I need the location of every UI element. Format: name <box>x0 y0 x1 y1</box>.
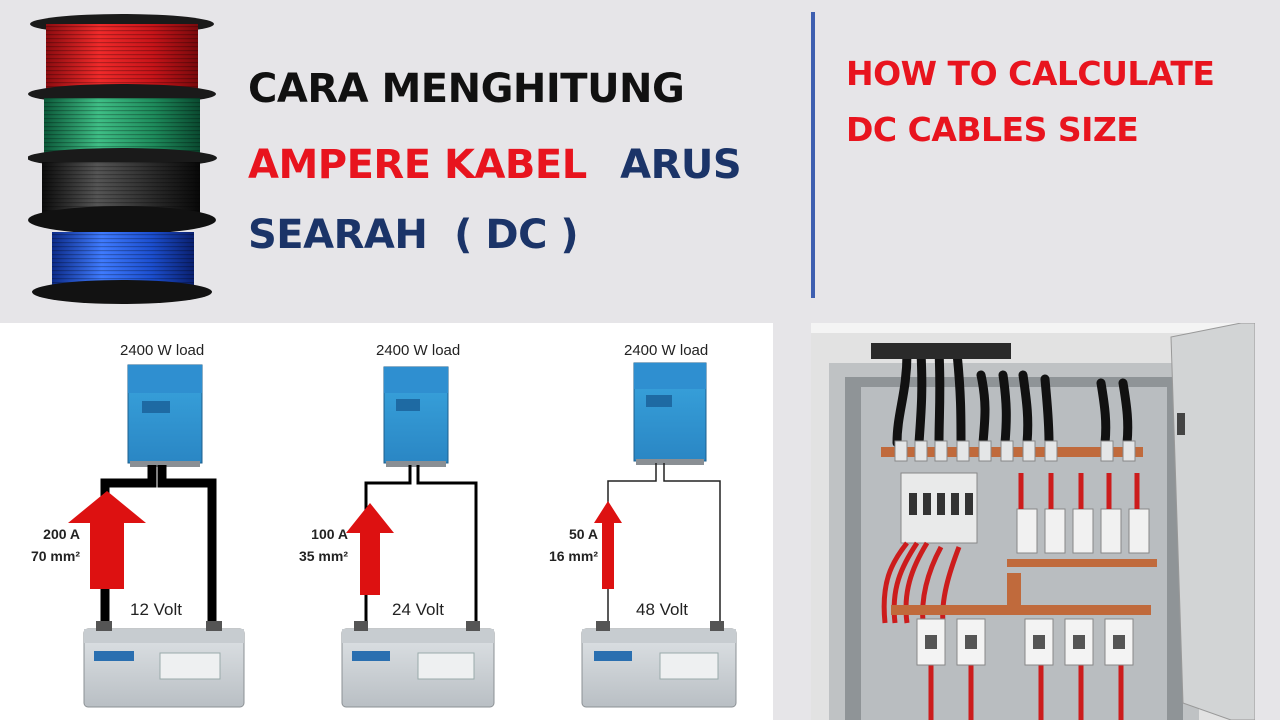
cable-spools-image <box>28 14 217 304</box>
cable-size-2: 35 mm² <box>298 548 348 564</box>
voltage-label-24v: 24 Volt <box>392 600 444 619</box>
load-label-3: 2400 W load <box>624 342 709 359</box>
current-arrow-50a <box>594 501 622 589</box>
cable-size-1: 70 mm² <box>30 548 80 564</box>
amps-value-3: 50 A <box>568 526 598 542</box>
load-label-1: 2400 W load <box>120 342 205 359</box>
diagram-48v <box>581 362 737 708</box>
electrical-cabinet-image <box>811 323 1255 720</box>
load-label-2: 2400 W load <box>376 342 461 359</box>
title-blue-text: ARUS <box>620 142 742 188</box>
current-arrow-100a <box>346 503 394 595</box>
cable-size-3: 16 mm² <box>548 548 598 564</box>
title-red-text: AMPERE KABEL <box>248 142 587 188</box>
current-spec-3: 50 A 16 mm² <box>534 523 598 567</box>
vertical-divider <box>811 12 815 298</box>
current-arrow-200a <box>68 491 146 589</box>
english-title-line-2: DC CABLES SIZE <box>846 110 1139 149</box>
diagram-12v <box>68 364 245 708</box>
title-line-2: AMPERE KABEL ARUS <box>248 142 742 188</box>
voltage-label-12v: 12 Volt <box>130 600 182 619</box>
current-spec-2: 100 A 35 mm² <box>284 523 348 567</box>
title-line-3: SEARAH ( DC ) <box>248 212 579 258</box>
amps-value-1: 200 A <box>43 526 80 542</box>
diagram-24v <box>341 366 495 708</box>
amps-value-2: 100 A <box>311 526 348 542</box>
english-title-line-1: HOW TO CALCULATE <box>846 54 1215 93</box>
current-spec-1: 200 A 70 mm² <box>16 523 80 567</box>
title-line-1: CARA MENGHITUNG <box>248 66 685 112</box>
voltage-label-48v: 48 Volt <box>636 600 688 619</box>
diagram-graphics <box>68 362 737 708</box>
